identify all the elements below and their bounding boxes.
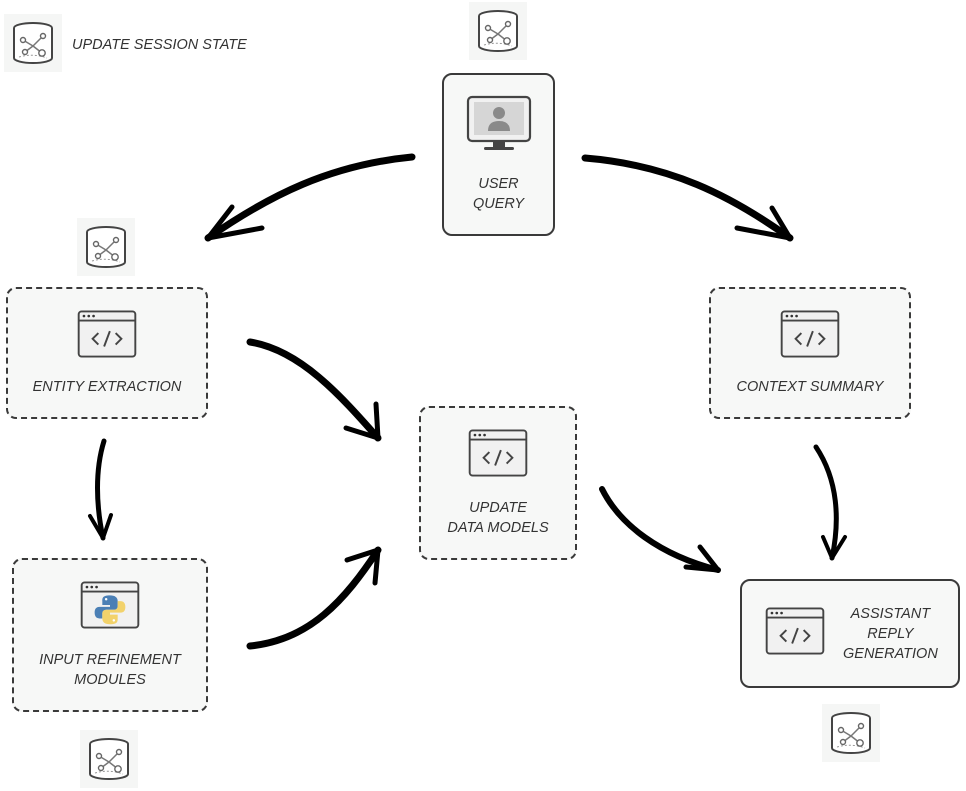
arrow-entity-to-refinement-head <box>88 513 113 540</box>
legend-database-icon <box>4 14 62 72</box>
node-assistant-reply-line2: REPLY <box>867 625 914 642</box>
arrow-query-to-context-head <box>734 205 793 241</box>
arrow-query-to-entity-head <box>205 204 265 241</box>
arrow-context-to-reply-head <box>821 535 847 560</box>
node-assistant-reply-line1: ASSISTANT <box>850 605 931 622</box>
arrow-models-to-reply <box>599 486 721 573</box>
python-window-icon <box>80 580 140 634</box>
node-assistant-reply-generation[interactable]: ASSISTANT REPLY GENERATION <box>740 579 960 688</box>
database-icon <box>822 704 880 762</box>
arrow-entity-to-refinement <box>95 438 107 541</box>
arrow-query-to-context <box>581 154 794 242</box>
database-icon <box>469 2 527 60</box>
node-entity-extraction-label: ENTITY EXTRACTION <box>32 378 182 395</box>
node-input-refinement-line2: MODULES <box>74 671 146 688</box>
node-context-summary[interactable]: CONTEXT SUMMARY <box>709 287 911 419</box>
node-update-data-models[interactable]: UPDATE DATA MODELS <box>419 406 577 560</box>
arrow-refinement-to-models <box>246 546 382 650</box>
node-user-query-line1: USER <box>478 176 519 192</box>
arrow-query-to-entity <box>204 153 416 242</box>
node-update-data-models-line1: UPDATE <box>469 499 527 516</box>
arrow-models-to-reply-head <box>683 544 721 573</box>
arrow-entity-to-models <box>246 338 382 442</box>
node-entity-extraction[interactable]: ENTITY EXTRACTION <box>6 287 208 419</box>
arrow-context-to-reply <box>813 444 839 561</box>
legend-label: UPDATE SESSION STATE <box>72 37 247 53</box>
node-update-data-models-line2: DATA MODELS <box>447 519 549 536</box>
arrow-entity-to-models-head <box>343 401 381 441</box>
node-user-query-line2: QUERY <box>472 196 525 212</box>
node-input-refinement-line1: INPUT REFINEMENT <box>39 651 181 668</box>
node-context-summary-label: CONTEXT SUMMARY <box>736 378 884 395</box>
monitor-user-icon <box>466 95 532 160</box>
node-assistant-reply-line3: GENERATION <box>843 645 938 662</box>
node-input-refinement-modules[interactable]: INPUT REFINEMENT MODULES <box>12 558 208 712</box>
database-icon <box>77 218 135 276</box>
database-icon <box>80 730 138 788</box>
arrow-refinement-to-models-head <box>344 547 381 586</box>
node-user-query[interactable]: USER QUERY <box>442 73 555 236</box>
